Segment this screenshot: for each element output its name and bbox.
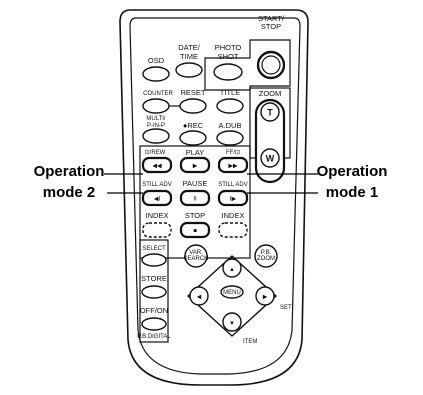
pb-zoom-label-2: ZOOM [257,256,275,262]
callout-left-line-1: Operation [34,163,105,180]
multi-pinp-label-1: MULTI/ [146,116,166,122]
photo-shot-label-2: SHOT [218,52,239,61]
var-search-button[interactable] [184,244,208,268]
pause-icon: II [193,197,197,203]
top-panel-frame [204,39,291,91]
pause-label: PAUSE [183,179,208,188]
right-arrow-icon: ▶ [263,295,268,301]
index-left-button[interactable] [142,222,172,238]
reset-button[interactable] [179,98,207,114]
photo-shot-button[interactable] [213,63,243,81]
play-label: PLAY [186,148,205,157]
start-stop-label-2: STOP [261,22,281,31]
rew-button[interactable] [141,156,173,174]
still-adv-right-button[interactable] [217,189,249,207]
callout-left: Operation mode 2 [34,163,143,201]
ff-icon: ▶▶ [228,164,238,170]
item-label: ITEM [243,339,257,345]
ff-button[interactable] [217,156,249,174]
up-arrow-icon: ▲ [229,267,235,273]
set-label: SET [280,305,292,311]
pb-zoom-button[interactable] [254,244,278,268]
still-adv-left-button[interactable] [141,189,173,207]
ff-label: FF/⊡ [226,150,240,156]
zoom-t-button[interactable] [260,102,280,122]
callout-right: Operation mode 1 [247,163,387,201]
date-time-label-2: TIME [180,52,198,61]
still-left-icon: ◀I [154,197,161,203]
play-button[interactable] [179,156,211,174]
title-label: TITLE [220,88,240,97]
title-button[interactable] [216,98,244,114]
digital-frame [139,239,169,343]
callout-right-line-1: Operation [317,163,388,180]
select-button[interactable] [141,253,167,267]
zoom-t-label: T [267,108,273,118]
store-label: STORE [141,274,167,283]
still-right-icon: I▶ [230,197,237,203]
dpad-up-button[interactable] [222,258,242,278]
dpad-down-button[interactable] [222,312,242,332]
index-left-label: INDEX [146,211,169,220]
a-dub-label: A.DUB [219,121,242,130]
date-time-button[interactable] [175,62,203,78]
play-icon: ▶ [193,164,198,170]
osd-label: OSD [148,56,165,65]
callout-left-line-2: mode 2 [43,184,96,201]
photo-shot-label-1: PHOTO [215,43,242,52]
rew-label: ⊡/REW [145,150,166,156]
zoom-label: ZOOM [259,89,282,98]
rec-label: ●REC [183,121,204,130]
stop-button[interactable] [179,221,211,239]
off-on-label: OFF/ON [140,306,168,315]
pb-zoom-label-1: P.B. [261,250,272,256]
var-search-label-1: VAR. [189,250,203,256]
down-arrow-icon: ▼ [229,321,235,327]
still-adv-right-label: STILL ADV [218,182,247,188]
pb-digital-label: P.B.DIGITAL [137,334,171,340]
zoom-w-label: W [266,154,275,164]
off-on-button[interactable] [141,317,167,331]
start-stop-label-1: START/ [258,14,285,23]
left-arrow-icon: ◀ [197,295,202,301]
zoom-w-button[interactable] [260,148,280,168]
store-button[interactable] [141,285,167,299]
start-stop-ring [261,55,281,75]
multi-pinp-label-2: P-IN-P [147,123,165,129]
index-right-label: INDEX [222,211,245,220]
counter-label: COUNTER [143,91,173,97]
menu-label: MENU [223,290,241,296]
stop-label: STOP [185,211,205,220]
reset-label: RESET [180,88,205,97]
callout-right-line-2: mode 1 [326,184,379,201]
a-dub-button[interactable] [216,130,244,146]
menu-button[interactable] [220,285,244,299]
select-label: SELECT [142,246,166,252]
rew-icon: ◀◀ [152,164,162,170]
rec-button[interactable] [179,130,207,146]
stop-icon: ■ [193,229,197,235]
dpad-left-button[interactable] [189,286,209,306]
dpad-right-button[interactable] [255,286,275,306]
dpad: ▲ ◀ ▶ ▼ MENU [187,255,277,337]
osd-button[interactable] [142,66,170,82]
counter-button[interactable] [142,98,170,114]
date-time-label-1: DATE/ [178,43,200,52]
still-adv-left-label: STILL ADV [142,182,171,188]
index-right-button[interactable] [218,222,248,238]
pause-button[interactable] [179,189,211,207]
multi-pinp-button[interactable] [142,128,170,144]
var-search-label-2: SEARCH [183,256,208,262]
